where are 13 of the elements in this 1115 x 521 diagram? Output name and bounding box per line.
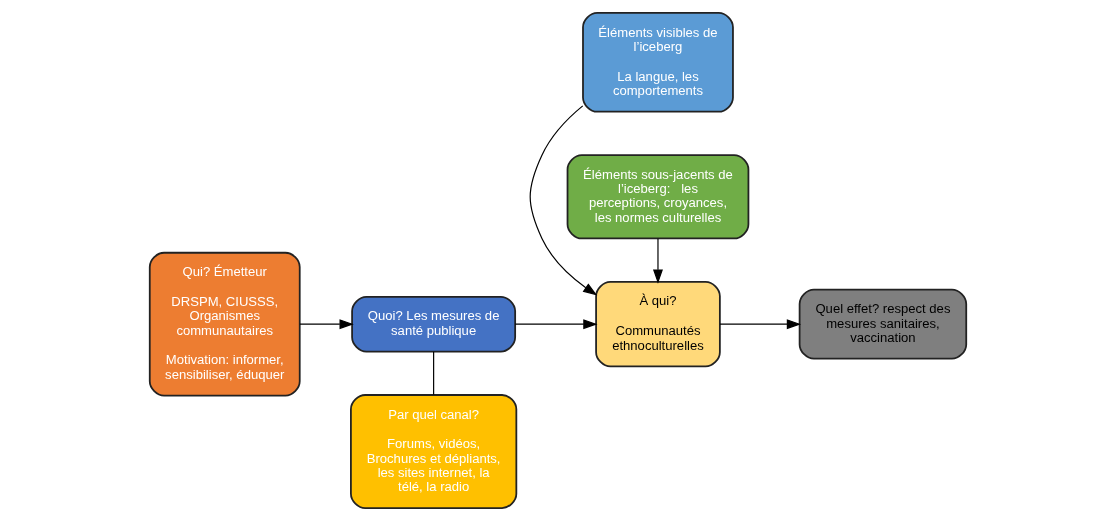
- arrow: [514, 319, 598, 330]
- node-box: Par quel canal? Forums, vidéos, Brochures et dépliants, les sites internet, la télé, la radio: [349, 394, 517, 509]
- connector: [432, 351, 434, 396]
- arrow: [652, 238, 663, 284]
- arrow: [298, 319, 354, 330]
- node-box: Qui? Émetteur DRSPM, CIUSSS, Organismes communautaires Motivation: informer, sensibiliser, éduquer: [148, 251, 301, 397]
- arrow: [718, 319, 801, 330]
- node-box: Quoi? Les mesures de santé publique: [350, 295, 516, 353]
- node-box: Quel effet? respect des mesures sanitaires, vaccination: [798, 288, 967, 360]
- node-box: À qui? Communautés ethnoculturelles: [594, 281, 721, 368]
- arrow: [529, 105, 597, 296]
- node-box: Éléments visibles de l’iceberg La langue, les comportements: [581, 12, 734, 113]
- node-box: Éléments sous-jacents de l’iceberg: les perceptions, croyances, les normes culturelles: [566, 154, 749, 240]
